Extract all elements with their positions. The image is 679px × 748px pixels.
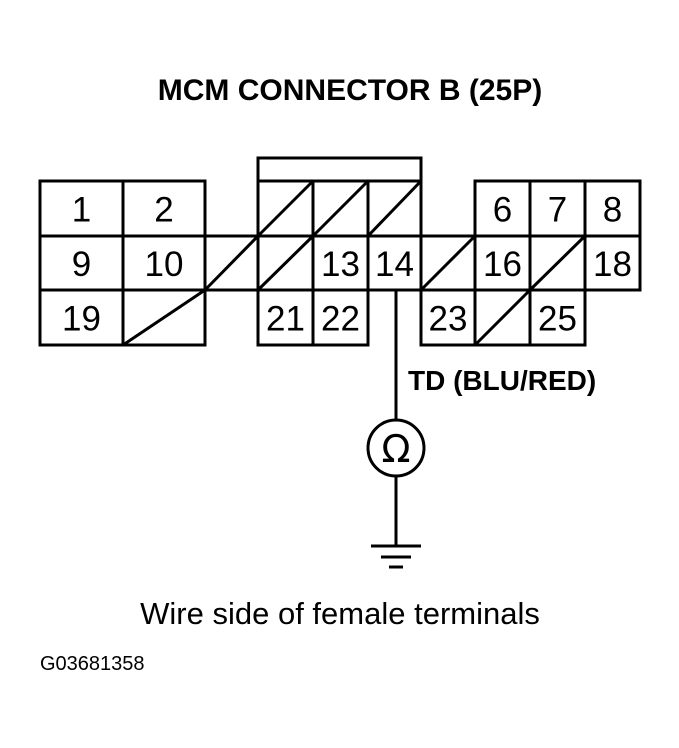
connector-pin-13: 13 [311,234,370,292]
connector-lock-tab [256,156,423,183]
wire-label: TD (BLU/RED) [408,365,596,396]
pin-number: 10 [145,245,184,284]
cavity-slash [528,234,587,292]
figure-id: G03681358 [40,653,145,675]
pin-number: 2 [154,191,173,230]
connector-pin-8: 8 [583,179,642,238]
connector-pin-14: 14 [366,234,423,292]
connector-pin-23: 23 [419,288,477,347]
cavity-slash [203,234,260,292]
cavity-slash [311,179,370,238]
connector-pin-9: 9 [38,234,125,292]
pin-number: 22 [321,300,360,339]
diagram-title: MCM CONNECTOR B (25P) [158,74,542,107]
connector-pin-2: 2 [121,179,207,238]
pin-number: 6 [493,191,512,230]
connector-cavity-empty [203,234,260,292]
connector-pin-10: 10 [121,234,207,292]
connector-cavity-empty [256,234,315,292]
pin-number: 9 [72,245,91,284]
cavity-slash [122,288,206,347]
connector-pin-25: 25 [528,288,587,347]
diagram-caption: Wire side of female terminals [140,596,540,631]
connector-pin-7: 7 [528,179,587,238]
connector-pin-6: 6 [473,179,532,238]
connector-pin-16: 16 [473,234,532,292]
pin-number: 8 [603,191,622,230]
cavity-slash [419,234,477,292]
pin-number: 21 [266,300,305,339]
connector-pin-19: 19 [38,288,125,347]
cavity-slash [256,234,315,292]
cavity-slash [256,179,315,238]
ohm-symbol: Ω [381,427,410,471]
pin-number: 25 [538,300,577,339]
connector-cavity-empty [419,234,477,292]
connector-cavity-empty [473,288,532,347]
ground-icon [371,544,421,569]
connector-cavity-empty [366,179,423,238]
pin-number: 23 [429,300,468,339]
pin-number: 14 [375,245,414,284]
connector-cavity-empty [311,179,370,238]
connector-pin-21: 21 [256,288,315,347]
pin-number: 16 [483,245,522,284]
connector-pin-22: 22 [311,288,370,347]
pin-number: 19 [62,300,101,339]
cavity-slash [473,288,532,347]
connector-pin-18: 18 [583,234,642,292]
connector-pin-1: 1 [38,179,125,238]
pin-number: 7 [548,191,567,230]
pin-number: 1 [72,191,91,230]
cavity-slash [366,179,423,238]
connector-cavity-empty [528,234,587,292]
pin-number: 13 [321,245,360,284]
ohmmeter-icon: Ω [366,418,426,478]
connector-cavity-empty [121,288,207,347]
pin-number: 18 [593,245,632,284]
connector-cavity-empty [256,179,315,238]
